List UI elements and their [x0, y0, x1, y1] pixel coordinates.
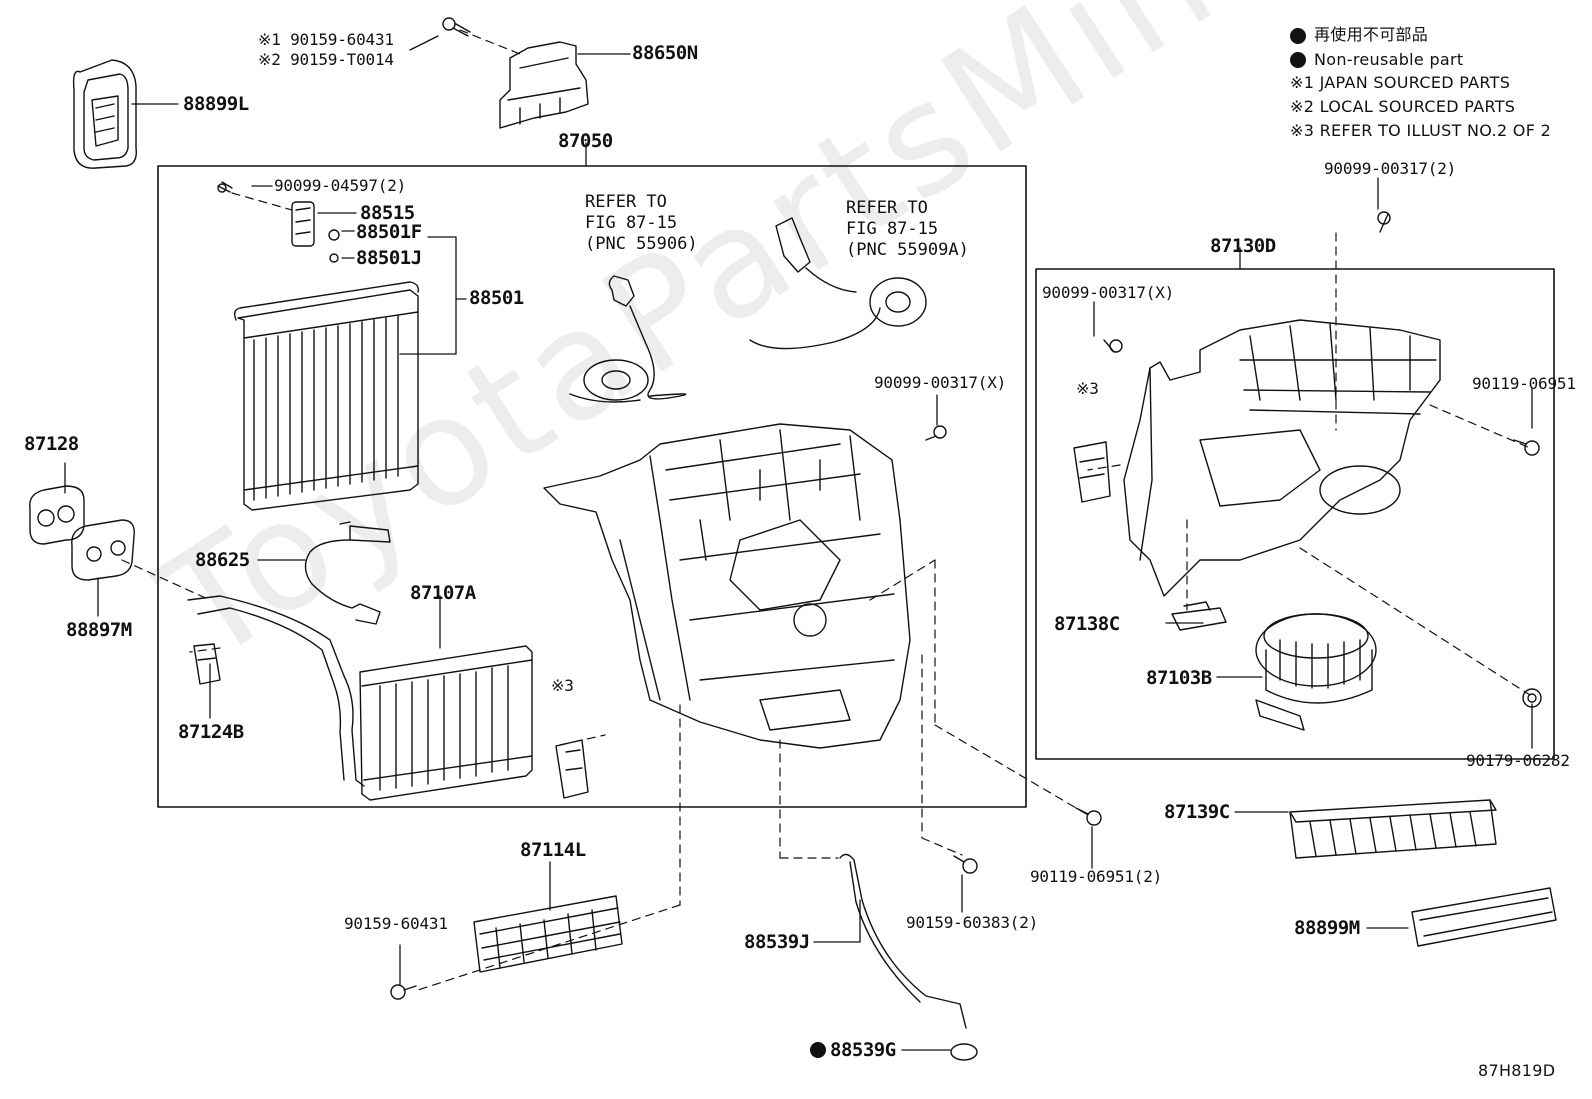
label-88515[interactable]: 88515	[360, 202, 415, 224]
part-87050-unit	[543, 423, 911, 749]
label-87050[interactable]: 87050	[558, 130, 613, 152]
illustration-code: 87H819D	[1478, 1061, 1556, 1080]
legend-non-reusable-jp: 再使用不可部品	[1314, 25, 1429, 44]
part-88899M-strip	[1411, 887, 1557, 947]
part-88897M-plate	[71, 519, 135, 581]
label-87138C[interactable]: 87138C	[1054, 613, 1120, 635]
part-87128-grommet	[29, 485, 85, 545]
label-88539G[interactable]: 88539G	[830, 1039, 896, 1061]
part-87103B-blower-motor	[1255, 613, 1377, 731]
label-90159-T0014[interactable]: ※2 90159-T0014	[258, 50, 394, 69]
label-87124B[interactable]: 87124B	[178, 721, 244, 743]
label-90119-06951[interactable]: 90119-06951	[1472, 374, 1576, 393]
legend-note-1: ※1 JAPAN SOURCED PARTS	[1290, 73, 1511, 92]
label-90099-04597[interactable]: 90099-04597(2)	[274, 176, 407, 195]
legend-note-3: ※3 REFER TO ILLUST NO.2 OF 2	[1290, 121, 1552, 140]
label-90099-00317-x-right[interactable]: 90099-00317(X)	[1042, 283, 1175, 302]
label-mark-3-center: ※3	[551, 676, 574, 695]
label-mark-3-right: ※3	[1076, 379, 1099, 398]
label-88625[interactable]: 88625	[195, 549, 250, 571]
part-87107A-heater-core	[187, 595, 533, 801]
part-87124B-clamp	[193, 643, 221, 685]
part-88650N-bracket	[442, 17, 589, 129]
install-lines	[121, 29, 1531, 991]
legend-non-reusable-en: Non-reusable part	[1314, 50, 1464, 69]
label-88897M[interactable]: 88897M	[66, 619, 132, 641]
label-refer-fig-87-15-55909A[interactable]: REFER TO FIG 87-15 (PNC 55909A)	[846, 198, 969, 260]
non-reusable-dot-88539G	[810, 1042, 826, 1058]
assembly-87130D-box	[1035, 268, 1555, 760]
label-87139C[interactable]: 87139C	[1164, 801, 1230, 823]
part-88539J-drain-hose	[839, 853, 978, 1061]
legend-note-2: ※2 LOCAL SOURCED PARTS	[1290, 97, 1516, 116]
label-87130D[interactable]: 87130D	[1210, 235, 1276, 257]
label-90179-06282[interactable]: 90179-06282	[1466, 751, 1570, 770]
label-refer-fig-87-15-55906[interactable]: REFER TO FIG 87-15 (PNC 55906)	[585, 192, 698, 254]
assembly-87050-box	[157, 165, 1027, 808]
screws-right	[390, 211, 1542, 1000]
part-servo-harness-2	[749, 217, 927, 350]
part-87114L-ptc-heater	[473, 895, 623, 973]
label-90099-00317-x-center[interactable]: 90099-00317(X)	[874, 373, 1007, 392]
label-87103B[interactable]: 87103B	[1146, 667, 1212, 689]
part-servo-harness-1	[569, 275, 687, 403]
part-88625-sensor	[304, 521, 391, 625]
leader-lines	[64, 35, 1533, 1051]
label-90099-00317-2[interactable]: 90099-00317(2)	[1324, 159, 1457, 178]
label-87107A[interactable]: 87107A	[410, 582, 476, 604]
label-90119-06951-2[interactable]: 90119-06951(2)	[1030, 867, 1163, 886]
label-90159-60383-2[interactable]: 90159-60383(2)	[906, 913, 1039, 932]
part-87139C-filter	[1289, 799, 1497, 859]
label-90159-60431[interactable]: 90159-60431	[344, 914, 448, 933]
label-88899M[interactable]: 88899M	[1294, 917, 1360, 939]
part-88515-valve	[217, 181, 340, 263]
part-center-bracket	[555, 739, 589, 799]
part-right-bracket	[1073, 441, 1111, 503]
part-88501-evaporator	[233, 281, 420, 511]
label-87128[interactable]: 87128	[24, 433, 79, 455]
label-88501[interactable]: 88501	[469, 287, 524, 309]
label-90159-60431-japan[interactable]: ※1 90159-60431	[258, 30, 394, 49]
part-87130D-blower-case	[1123, 319, 1441, 597]
legend-dots	[1290, 28, 1306, 68]
label-88501F[interactable]: 88501F	[356, 221, 422, 243]
label-88501J[interactable]: 88501J	[356, 247, 422, 269]
label-88650N[interactable]: 88650N	[632, 42, 698, 64]
label-88899L[interactable]: 88899L	[183, 93, 249, 115]
part-87138C-resistor	[1171, 601, 1227, 631]
part-88899L-cover	[72, 59, 137, 169]
label-88539J[interactable]: 88539J	[744, 931, 810, 953]
label-87114L[interactable]: 87114L	[520, 839, 586, 861]
